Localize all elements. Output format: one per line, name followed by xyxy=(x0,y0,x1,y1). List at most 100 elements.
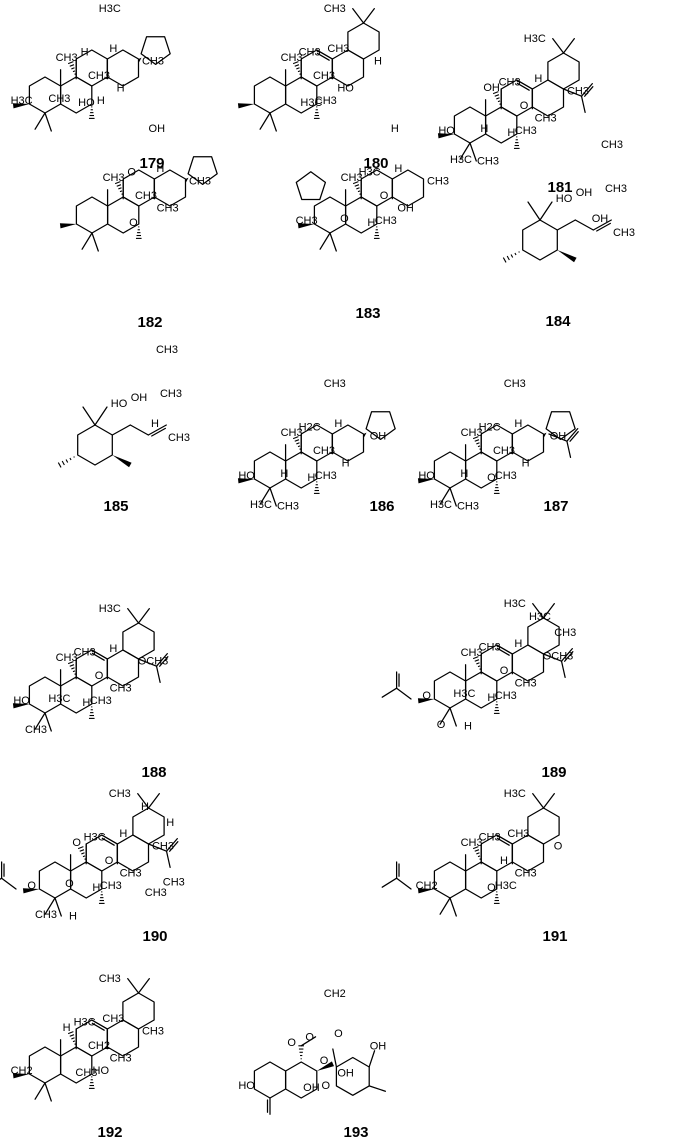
atom-label: O xyxy=(105,855,114,867)
atom-label: H3C xyxy=(529,611,551,623)
bond xyxy=(439,707,451,725)
atom-label: H xyxy=(109,643,117,655)
atom-label: CH3 xyxy=(341,172,363,184)
atom-label: CH2 xyxy=(11,1065,33,1077)
wedge-bond xyxy=(59,223,77,229)
atom-label: O xyxy=(520,100,529,112)
bond xyxy=(562,88,583,97)
ring xyxy=(511,834,545,872)
hash-bond xyxy=(294,64,300,67)
atom-label: CH3 xyxy=(493,445,515,457)
atom-label: CH3 xyxy=(461,427,483,439)
bond xyxy=(165,837,178,852)
hash-bond xyxy=(297,445,301,448)
atom-label: O xyxy=(320,1055,329,1067)
compound-number: 192 xyxy=(97,1124,122,1141)
ring xyxy=(122,622,155,660)
atom-label: CH3 xyxy=(461,647,483,659)
atom-label: CH3 xyxy=(281,52,303,64)
ring xyxy=(28,1046,62,1084)
wedge-bond xyxy=(437,133,455,139)
ring xyxy=(106,49,140,87)
atom-label: CH3 xyxy=(315,470,337,482)
compound-number: 188 xyxy=(141,764,166,781)
wedge-bond xyxy=(12,1073,30,1079)
bond xyxy=(496,647,510,656)
hash-bond xyxy=(65,459,69,463)
bond xyxy=(155,652,168,667)
atom-label: H xyxy=(391,123,399,135)
ring xyxy=(122,992,155,1030)
bond xyxy=(381,877,398,888)
atom-label: O xyxy=(437,719,446,731)
atom-label: CH3 xyxy=(56,52,78,64)
bond xyxy=(137,977,150,994)
atom-label: CH3 xyxy=(427,175,449,187)
atom-label: CH3 xyxy=(48,93,70,105)
ring xyxy=(347,22,380,60)
hash-bond xyxy=(492,91,499,95)
compound-number: 189 xyxy=(541,764,566,781)
bond xyxy=(592,219,612,231)
bond xyxy=(259,112,271,130)
wedge-bond xyxy=(543,432,547,438)
atom-label: O xyxy=(72,837,81,849)
atom-label: OH xyxy=(550,430,567,442)
bond xyxy=(91,1019,108,1030)
hash-bond xyxy=(292,436,299,440)
hash-bond xyxy=(472,846,479,850)
atom-label: H3C xyxy=(504,598,526,610)
hash-bond xyxy=(71,667,75,670)
atom-label: H xyxy=(119,828,127,840)
bond xyxy=(532,602,545,619)
hash-bond xyxy=(71,1037,75,1040)
bond xyxy=(137,658,158,667)
atom-label: CH3 xyxy=(495,470,517,482)
bond xyxy=(259,487,271,505)
bond xyxy=(548,433,568,442)
atom-label: CH3 xyxy=(457,501,479,513)
atom-label: CH3 xyxy=(142,1025,164,1037)
hash-bond xyxy=(297,70,301,73)
atom-label: H3C xyxy=(48,693,70,705)
bond xyxy=(332,1048,338,1068)
atom-label: O xyxy=(422,690,431,702)
atom-label: H xyxy=(507,127,515,139)
atom-label: H xyxy=(500,855,508,867)
atom-label: CH3 xyxy=(375,215,397,227)
hash-bond xyxy=(357,190,361,193)
hash-bond xyxy=(292,61,299,65)
atom-label: O xyxy=(487,472,496,484)
bond xyxy=(319,232,331,250)
bond xyxy=(459,142,471,160)
atom-label: H xyxy=(374,55,382,67)
hash-bond xyxy=(494,94,500,97)
atom-label: OH xyxy=(397,202,414,214)
bond xyxy=(556,219,576,231)
atom-label: H xyxy=(82,697,90,709)
atom-label: CH3 xyxy=(499,76,521,88)
wedge-bond xyxy=(112,455,132,468)
atom-label: O xyxy=(334,1028,343,1040)
atom-label: H xyxy=(109,43,117,55)
hash-bond xyxy=(474,849,480,852)
ring xyxy=(77,424,113,466)
bond xyxy=(569,431,579,442)
wedge-bond xyxy=(316,1061,335,1071)
atom-label: O xyxy=(554,840,563,852)
atom-label: HO xyxy=(418,470,435,482)
atom-label: CH3 xyxy=(315,95,337,107)
atom-label: OH xyxy=(131,392,148,404)
atom-label: CH3 xyxy=(135,190,157,202)
compound-number: 184 xyxy=(545,313,571,330)
atom-label: CH3 xyxy=(479,641,501,653)
bond xyxy=(81,232,93,250)
ring xyxy=(531,79,565,117)
hash-bond xyxy=(496,97,500,100)
atom-label: H3C xyxy=(450,154,472,166)
ring xyxy=(132,807,165,845)
hash-bond xyxy=(72,670,76,673)
atom-label: CH3 xyxy=(613,227,635,239)
